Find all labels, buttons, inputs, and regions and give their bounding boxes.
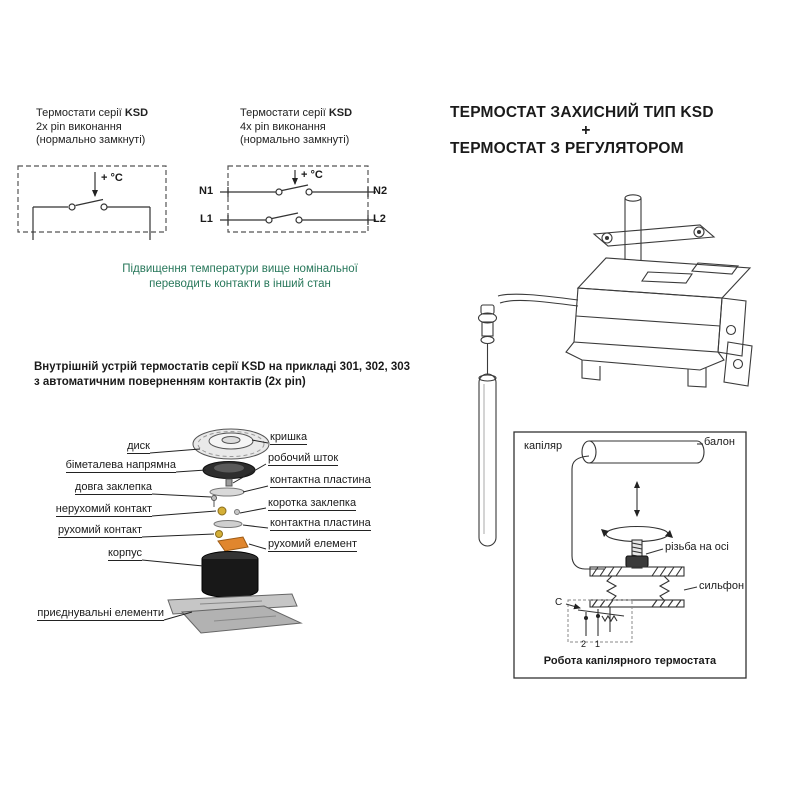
exploded-leader-lines xyxy=(141,439,269,621)
page-title-line1: ТЕРМОСТАТ ЗАХИСНИЙ ТИП KSD xyxy=(450,104,714,121)
temperature-note-line1: Підвищення температури вище номінальної xyxy=(122,263,358,275)
part-label-contact-plate-2: контактна пластина xyxy=(270,517,371,531)
part-label-disk: диск xyxy=(127,440,150,454)
exploded-heading-line1: Внутрішній устрій термостатів серії KSD … xyxy=(34,361,411,373)
part-label-short-rivet: коротка заклепка xyxy=(268,497,357,511)
page-title-plus: + xyxy=(581,122,591,139)
temperature-note: Підвищення температури вище номінальної … xyxy=(80,262,400,292)
ksd-4pin-title: Термостати серії KSD 4х pin виконання (н… xyxy=(240,107,352,148)
capillary-box-caption: Робота капілярного термостата xyxy=(543,655,717,667)
ksd-2pin-title-series: KSD xyxy=(124,107,149,119)
terminal-n2: N2 xyxy=(373,185,388,197)
thermostat-regulator-drawing xyxy=(477,194,753,547)
part-label-housing: корпус xyxy=(107,547,142,561)
ksd-2pin-title: Термостати серії KSD 2х pin виконання (н… xyxy=(36,107,148,148)
part-label-connection-elements: приєднувальні елементи xyxy=(37,607,164,621)
ksd-2pin-title-pre: Термостати серії xyxy=(36,107,125,119)
part-label-fixed-contact: нерухомий контакт xyxy=(55,503,152,517)
part-label-movable-contact: рухомий контакт xyxy=(57,524,142,538)
terminal-l1: L1 xyxy=(200,213,213,225)
exploded-heading-line2: з автоматичним поверненням контактів (2х… xyxy=(34,376,306,388)
ksd-2pin-subtitle1: 2х pin виконання xyxy=(36,120,122,133)
terminal-n1: N1 xyxy=(199,185,214,197)
bellows-label: сильфон xyxy=(699,580,745,592)
ksd-2pin-circuit-drawing xyxy=(17,165,167,240)
bulb-label: балон xyxy=(704,436,735,448)
ksd-4pin-title-series: KSD xyxy=(328,107,353,119)
temp-arrow-label-2pin: + °C xyxy=(101,172,123,184)
ksd-2pin-subtitle2: (нормально замкнуті) xyxy=(36,134,146,146)
part-label-movable-element: рухомий елемент xyxy=(268,538,357,552)
contact-1-label: 1 xyxy=(595,639,601,649)
thread-label: різьба на осі xyxy=(665,541,729,553)
page-title-line2: ТЕРМОСТАТ З РЕГУЛЯТОРОМ xyxy=(450,140,684,157)
temp-arrow-label-4pin: + °C xyxy=(301,169,323,181)
part-label-cap: кришка xyxy=(270,431,308,445)
part-label-long-rivet: довга заклепка xyxy=(74,481,152,495)
part-label-working-stem: робочий шток xyxy=(268,452,339,466)
ksd-4pin-subtitle2: (нормально замкнуті) xyxy=(240,134,350,146)
ksd-2pin-title-line1: Термостати серії KSD xyxy=(36,107,148,121)
part-label-contact-plate-1: контактна пластина xyxy=(270,474,371,488)
ksd-4pin-title-pre: Термостати серії xyxy=(240,107,329,119)
exploded-view-drawing xyxy=(167,428,303,634)
contact-2-label: 2 xyxy=(581,639,587,649)
part-label-bimetal-guide: біметалева напрямна xyxy=(65,459,176,473)
temperature-note-line2: переводить контакти в інший стан xyxy=(149,278,331,290)
terminal-l2: L2 xyxy=(373,213,386,225)
capillary-operation-drawing xyxy=(513,431,747,679)
capillary-label: капіляр xyxy=(524,440,563,452)
ksd-4pin-title-line1: Термостати серії KSD xyxy=(240,107,352,121)
contact-c-label: C xyxy=(555,597,563,608)
ksd-4pin-circuit-drawing xyxy=(220,165,376,233)
ksd-4pin-subtitle1: 4х pin виконання xyxy=(240,120,326,133)
